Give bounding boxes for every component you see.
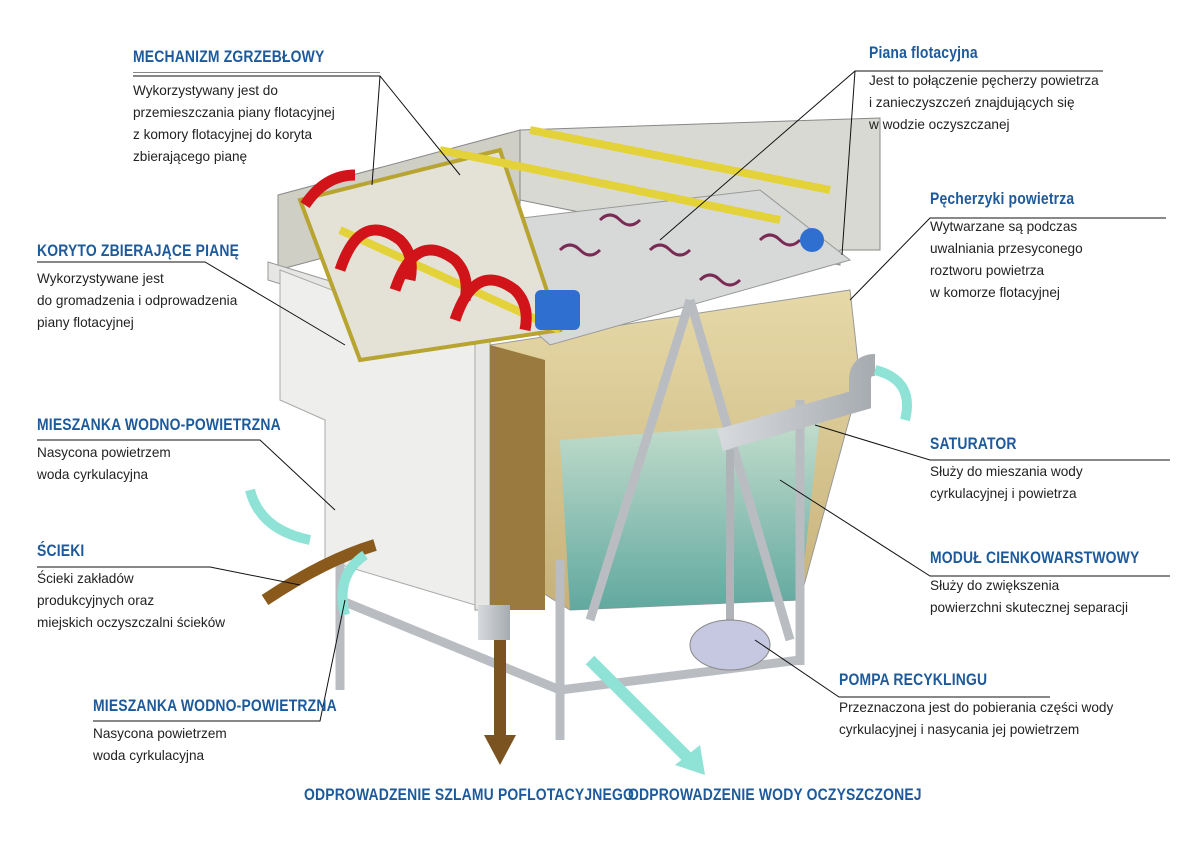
- sewage-arrow: [261, 539, 377, 605]
- label-recycle-pump: POMPA RECYKLINGU Przeznaczona jest do po…: [839, 670, 1113, 741]
- label-desc: Jest to połączenie pęcherzy powietrza: [869, 73, 1099, 88]
- label-title: POMPA RECYKLINGU: [839, 670, 988, 689]
- label-desc: piany flotacyjnej: [37, 315, 134, 330]
- label-desc: woda cyrkulacyjna: [93, 748, 205, 763]
- label-desc: do gromadzenia i odprowadzenia: [37, 293, 238, 308]
- label-desc: Wykorzystywane jest: [37, 271, 164, 286]
- label-foam-trough: KORYTO ZBIERAJĄCE PIANĘ Wykorzystywane j…: [37, 241, 283, 334]
- label-desc: powierzchni skutecznej separacji: [930, 600, 1128, 615]
- label-title: MECHANIZM ZGRZEBŁOWY: [133, 47, 325, 66]
- label-title: SATURATOR: [930, 434, 1017, 453]
- label-flotation-foam: Piana flotacyjna Jest to połączenie pęch…: [869, 43, 1099, 136]
- label-sludge-discharge: ODPROWADZENIE SZLAMU POFLOTACYJNEGO: [304, 785, 706, 805]
- label-desc: cyrkulacyjnej i nasycania jej powietrzem: [839, 722, 1080, 737]
- sludge-arrow-head: [484, 735, 516, 765]
- saturator-pipe: [716, 354, 876, 451]
- label-desc: miejskich oczyszczalni ścieków: [37, 615, 226, 630]
- label-desc: i zanieczyszczeń znajdujących się: [869, 95, 1075, 110]
- label-title: MIESZANKA WODNO-POWIETRZNA: [37, 415, 281, 434]
- label-water-air-mix-2: MIESZANKA WODNO-POWIETRZNA Nasycona powi…: [93, 696, 390, 767]
- label-desc: uwalniania przesyconego: [930, 241, 1083, 256]
- label-title: Piana flotacyjna: [869, 43, 978, 62]
- label-desc: przemieszczania piany flotacyjnej: [133, 105, 335, 120]
- label-title: ODPROWADZENIE WODY OCZYSZCZONEJ: [628, 785, 922, 804]
- label-desc: produkcyjnych oraz: [37, 593, 155, 608]
- label-desc: Ścieki zakładów: [37, 571, 134, 586]
- label-divider: [133, 72, 380, 73]
- label-desc: z komory flotacyjnej do koryta: [133, 127, 313, 142]
- label-title: Pęcherzyki powietrza: [930, 189, 1075, 208]
- label-lamella-module: MODUŁ CIENKOWARSTWOWY Służy do zwiększen…: [930, 548, 1185, 619]
- label-desc: zbierającego pianę: [133, 149, 248, 164]
- label-title: MIESZANKA WODNO-POWIETRZNA: [93, 696, 337, 715]
- foam-squiggles: [558, 213, 802, 287]
- label-title: MODUŁ CIENKOWARSTWOWY: [930, 548, 1140, 567]
- label-desc: roztworu powietrza: [930, 263, 1045, 278]
- foam-flow-arrows: [300, 169, 532, 332]
- label-desc: woda cyrkulacyjna: [37, 467, 149, 482]
- label-saturator: SATURATOR Służy do mieszania wody cyrkul…: [930, 434, 1083, 505]
- label-desc: Wykorzystywany jest do: [133, 83, 278, 98]
- lamella-module: [560, 420, 820, 610]
- drive-motor: [800, 228, 824, 252]
- label-desc: cyrkulacyjnej i powietrza: [930, 486, 1077, 501]
- label-air-bubbles: Pęcherzyki powietrza Wytwarzane są podcz…: [930, 189, 1106, 304]
- mix-arrow-1: [245, 488, 312, 545]
- scraper-motor: [535, 290, 580, 330]
- label-desc: Służy do mieszania wody: [930, 464, 1083, 479]
- clean-water-arrow: [585, 655, 695, 765]
- label-desc: Nasycona powietrzem: [37, 445, 171, 460]
- label-sewage: ŚCIEKI Ścieki zakładów produkcyjnych ora…: [37, 541, 225, 634]
- label-desc: w wodzie oczyszczanej: [869, 117, 1010, 132]
- label-desc: Służy do zwiększenia: [930, 578, 1060, 593]
- label-desc: Wytwarzane są podczas: [930, 219, 1078, 234]
- trough-side: [490, 345, 545, 610]
- label-title: ŚCIEKI: [37, 541, 85, 560]
- recycle-pump: [689, 619, 771, 671]
- label-desc: Nasycona powietrzem: [93, 726, 227, 741]
- label-scraper-mechanism: MECHANIZM ZGRZEBŁOWY Wykorzystywany jest…: [133, 47, 380, 168]
- label-desc: w komorze flotacyjnej: [930, 285, 1060, 300]
- label-clean-water-discharge: ODPROWADZENIE WODY OCZYSZCZONEJ: [628, 785, 986, 805]
- leader-lines: [37, 70, 1170, 722]
- label-water-air-mix-1: MIESZANKA WODNO-POWIETRZNA Nasycona powi…: [37, 415, 334, 486]
- label-desc: Przeznaczona jest do pobierania części w…: [839, 700, 1114, 715]
- saturator-arrow: [873, 365, 912, 422]
- label-title: ODPROWADZENIE SZLAMU POFLOTACYJNEGO: [304, 785, 634, 804]
- sludge-outlet: [478, 605, 510, 640]
- support-frame: [335, 298, 805, 740]
- clean-water-arrow-head: [675, 745, 705, 775]
- label-title: KORYTO ZBIERAJĄCE PIANĘ: [37, 241, 240, 260]
